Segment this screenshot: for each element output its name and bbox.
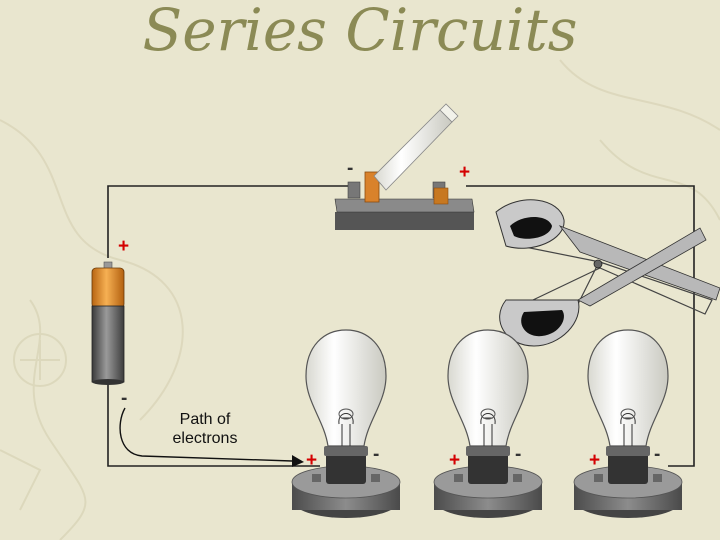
path-label-line1: Path of [179, 411, 231, 428]
bulb1-plus-label: + [306, 450, 318, 471]
path-of-electrons-label: Path of electrons [150, 410, 260, 448]
battery-plus-label: + [118, 236, 130, 257]
page-title: Series Circuits [142, 0, 578, 64]
switch-plus-label: + [459, 162, 471, 183]
bulb2-plus-label: + [449, 450, 461, 471]
knife-switch[interactable] [334, 103, 475, 230]
bulb3-minus-label: - [654, 444, 661, 465]
switch-minus-label: - [347, 158, 354, 179]
light-bulb-1 [291, 329, 401, 518]
battery [91, 261, 125, 385]
background-pattern [0, 59, 720, 540]
bulb2-minus-label: - [515, 444, 522, 465]
battery-minus-label: - [121, 388, 128, 409]
bulb1-minus-label: - [373, 444, 380, 465]
circuit-wire [107, 185, 695, 467]
scissors-icon[interactable] [495, 199, 720, 347]
bulb-group [291, 329, 683, 518]
light-bulb-3 [573, 329, 683, 518]
electron-path-arrow [119, 407, 304, 467]
bulb3-plus-label: + [589, 450, 601, 471]
path-label-line2: electrons [172, 430, 238, 447]
light-bulb-2 [433, 329, 543, 518]
